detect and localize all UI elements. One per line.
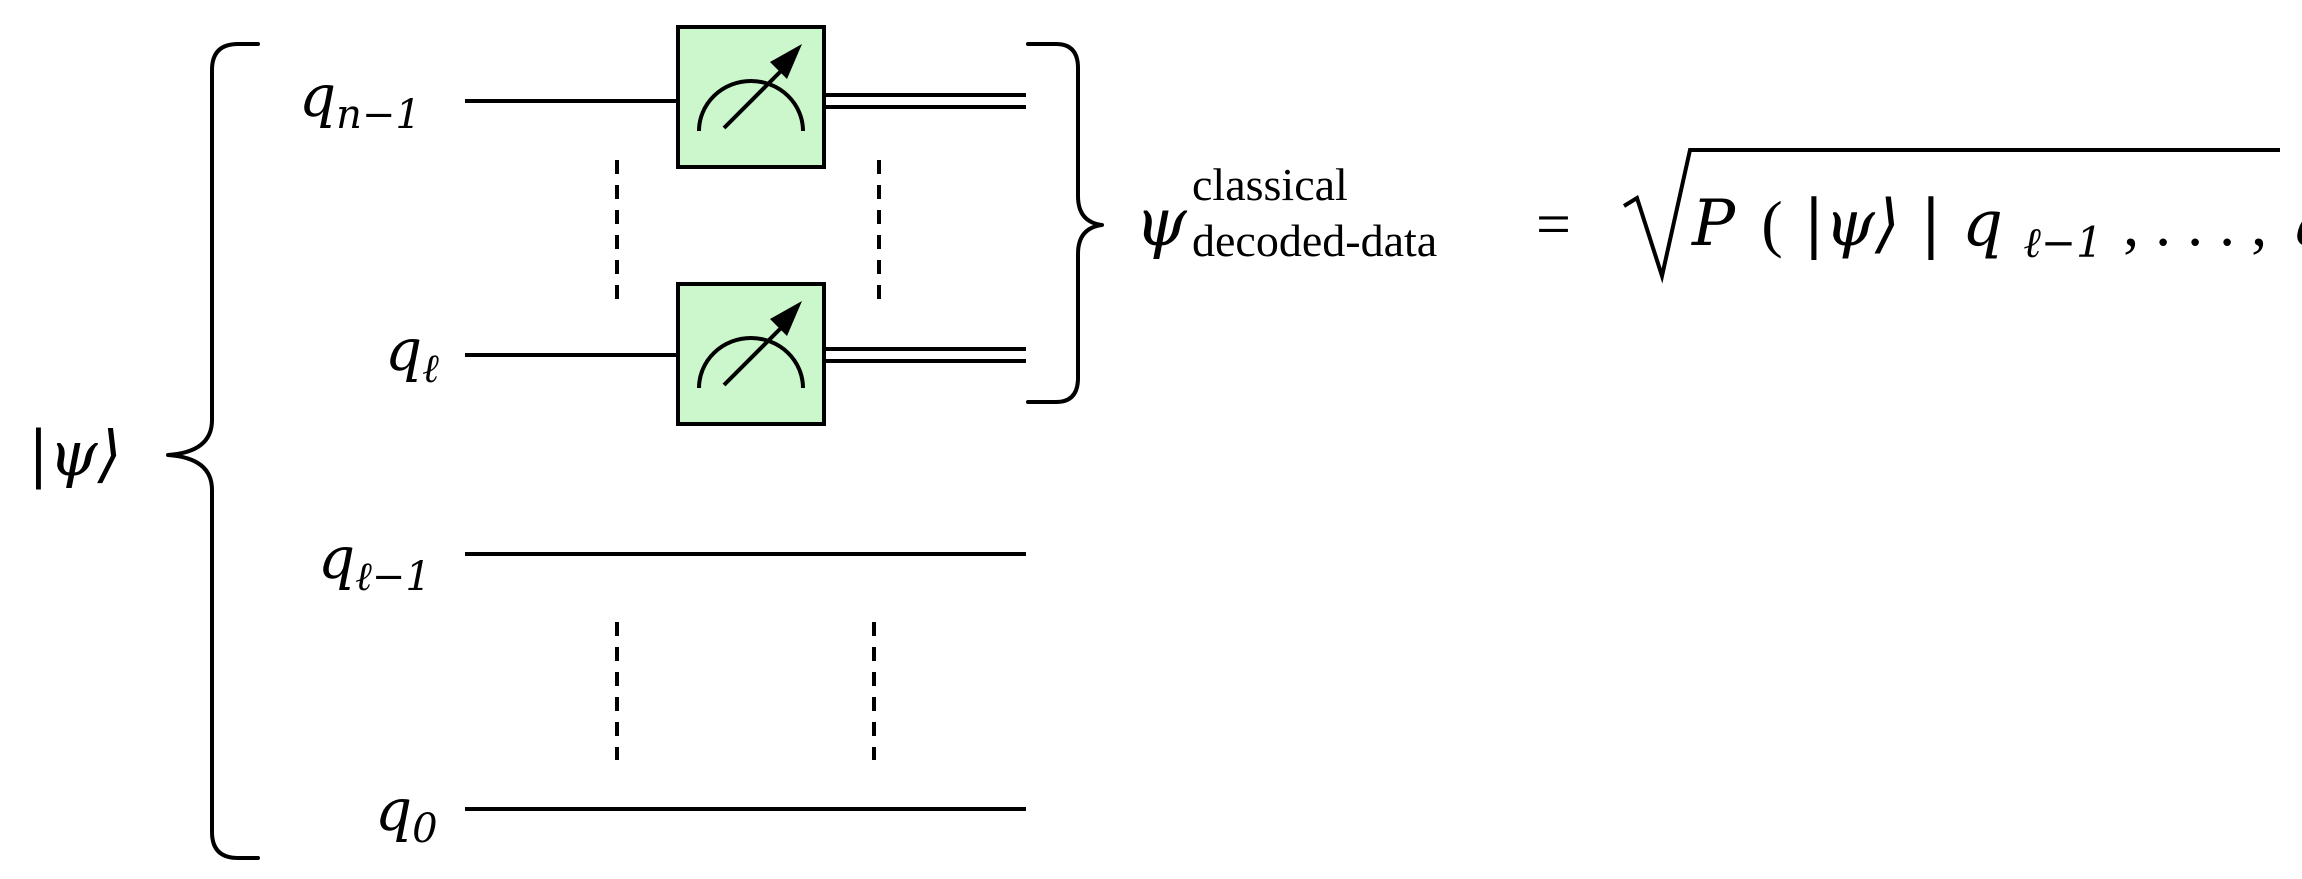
state-label: |ψ⟩ (28, 417, 122, 490)
decoding-equation: ψ classical decoded-data = P ( |ψ⟩ | q ℓ… (1135, 148, 2302, 284)
equation-rhs: P ( |ψ⟩ | q ℓ−1 , . . . , q 0 ) (1691, 187, 2302, 273)
left-brace (166, 42, 260, 860)
meter-arc-icon (697, 336, 805, 389)
equation-subscript: decoded-data (1192, 215, 1437, 266)
equation-superscript: classical (1192, 159, 1348, 210)
qubit-label-ell: qℓ (385, 316, 439, 392)
equation-equals: = (1536, 191, 1571, 259)
qubit-label-ell-minus-1: qℓ−1 (318, 524, 431, 600)
meter-arrowhead-icon (770, 44, 802, 79)
sqrt-sign-icon (1622, 148, 2280, 284)
measurement-gate-q-ell (676, 282, 826, 426)
qubit-label-n-minus-1: qn−1 (299, 62, 421, 138)
meter-arrowhead-icon (770, 301, 802, 336)
qubit-label-0: q0 (375, 776, 438, 852)
meter-needle-icon (722, 65, 787, 130)
measurement-gate-q-n-minus-1 (676, 25, 826, 169)
classical-wire-q-ell (824, 347, 1026, 363)
meter-arc-icon (697, 79, 805, 132)
classical-wire-q-n-minus-1 (824, 93, 1026, 109)
meter-needle-icon (722, 322, 787, 387)
right-brace (1026, 42, 1104, 404)
equation-lhs-psi: ψ (1135, 184, 1188, 261)
